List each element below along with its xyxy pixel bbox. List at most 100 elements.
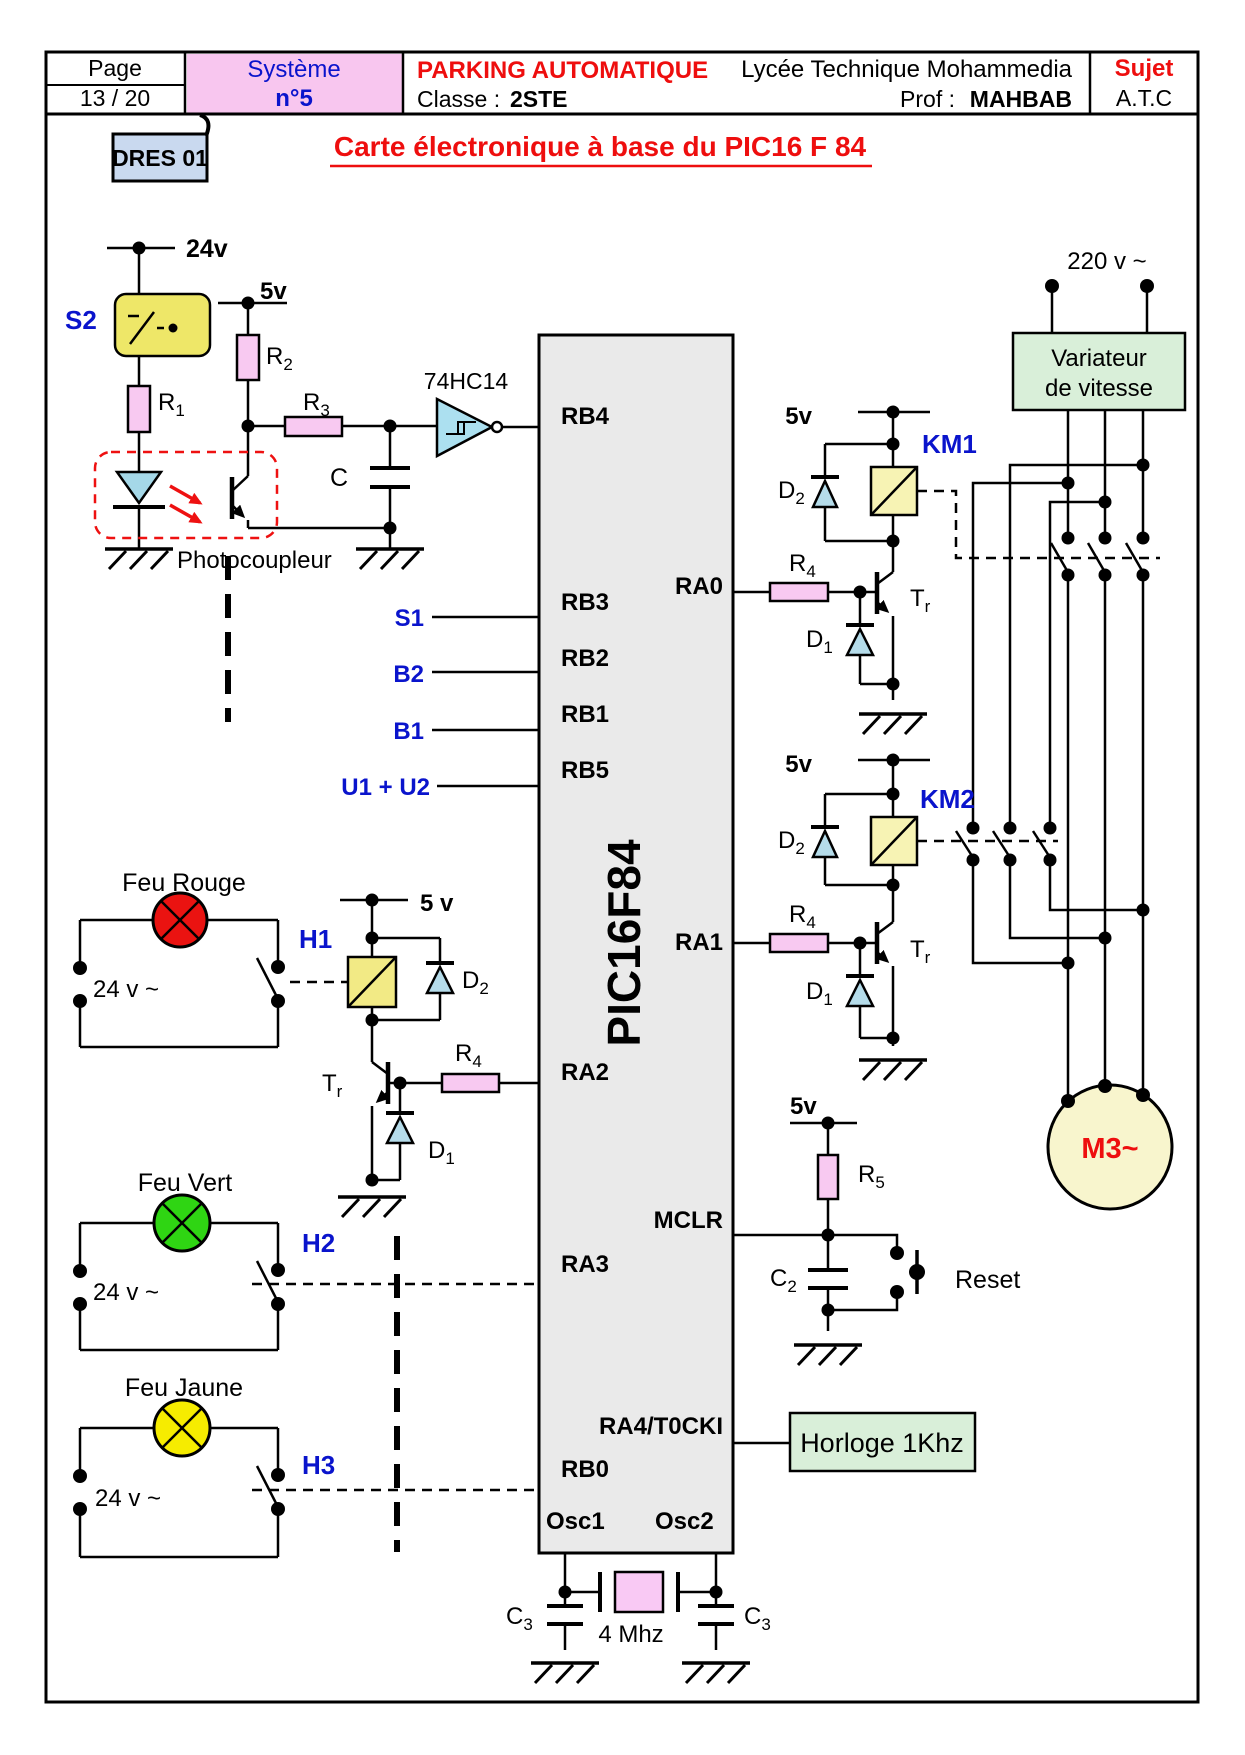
- label-4mhz: 4 Mhz: [598, 1621, 663, 1648]
- label-r5: R5: [858, 1161, 885, 1192]
- mclr-reset-circuit: [733, 1116, 925, 1367]
- pin-rb2: RB2: [561, 645, 609, 672]
- light-arrow-1: [169, 484, 203, 505]
- pin-rb3: RB3: [561, 589, 609, 616]
- photocoupler-input-stage: [93, 241, 539, 788]
- label-horloge: Horloge 1Khz: [800, 1428, 964, 1458]
- label-km2: KM2: [920, 784, 975, 814]
- label-c: C: [330, 464, 348, 492]
- label-feu-vert: Feu Vert: [138, 1169, 233, 1197]
- label-24v-supply: 24v: [186, 235, 228, 263]
- label-tr-km1: Tr: [910, 585, 931, 616]
- resistor-r3: [283, 415, 344, 438]
- horloge-box: [788, 1411, 977, 1473]
- system-cell-background: [187, 54, 402, 113]
- label-u1u2: U1 + U2: [341, 774, 430, 801]
- h1-driver-circuit: [336, 893, 539, 1219]
- document-title: Carte électronique à base du PIC16 F 84: [330, 131, 872, 168]
- variateur-box: [1011, 331, 1187, 412]
- pin-ra3: RA3: [561, 1251, 609, 1278]
- feu-jaune-circuit: [73, 1236, 539, 1559]
- photocoupler-outline: [93, 450, 279, 540]
- label-c2: C2: [770, 1265, 797, 1296]
- label-variateur-line2: de vitesse: [1045, 375, 1153, 402]
- resistor-r4-km1: [768, 581, 830, 603]
- pin-ra2: RA2: [561, 1059, 609, 1086]
- resistor-r5: [816, 1153, 840, 1201]
- label-h1: H1: [299, 924, 332, 954]
- pin-rb0: RB0: [561, 1456, 609, 1483]
- km2-driver-circuit: [733, 753, 1058, 1082]
- label-5v-photocoupler: 5v: [260, 278, 287, 305]
- label-r3: R3: [303, 389, 330, 420]
- resistor-r4-km2: [768, 932, 830, 954]
- pin-mclr: MCLR: [654, 1207, 723, 1234]
- label-b2: B2: [393, 661, 424, 688]
- label-24v-jaune: 24 v ~: [95, 1485, 161, 1512]
- pin-rb4: RB4: [561, 403, 610, 430]
- label-c3-left: C3: [506, 1603, 533, 1634]
- km1-driver-circuit: [733, 405, 1160, 736]
- label-feu-rouge: Feu Rouge: [122, 869, 246, 897]
- project-title: PARKING AUTOMATIQUE: [417, 57, 708, 84]
- page-label: Page: [88, 55, 142, 81]
- label-tr-h1: Tr: [322, 1070, 343, 1101]
- subject-value: A.T.C: [1116, 85, 1172, 111]
- system-number: n°5: [275, 85, 313, 112]
- classe-label: Classe :: [417, 86, 500, 112]
- pin-ra0: RA0: [675, 573, 723, 600]
- label-220v: 220 v ~: [1067, 248, 1146, 275]
- label-feu-jaune: Feu Jaune: [125, 1374, 243, 1402]
- km1-contact-link: [917, 489, 1160, 560]
- label-d2-h1: D2: [462, 967, 489, 998]
- label-m3: M3~: [1081, 1133, 1138, 1165]
- label-r4-h1: R4: [455, 1040, 482, 1071]
- label-b1: B1: [393, 718, 424, 745]
- label-24v-rouge: 24 v ~: [93, 976, 159, 1003]
- pin-rb1: RB1: [561, 701, 609, 728]
- label-r2: R2: [266, 343, 293, 374]
- label-5v-mclr: 5v: [790, 1093, 817, 1120]
- dres-label: DRES 01: [112, 145, 208, 171]
- h3-contact: [255, 1465, 282, 1512]
- light-arrow-2: [169, 503, 203, 524]
- label-d1-km1: D1: [806, 626, 833, 657]
- oscillator-circuit: [529, 1570, 752, 1685]
- label-d2-km1: D2: [778, 477, 805, 508]
- label-74hc14: 74HC14: [424, 368, 509, 394]
- label-variateur-line1: Variateur: [1051, 345, 1147, 372]
- label-d2-km2: D2: [778, 827, 805, 858]
- clock-input-circuit: [733, 1411, 977, 1473]
- pin-rb5: RB5: [561, 757, 609, 784]
- resistor-r2: [235, 333, 261, 382]
- label-d1-h1: D1: [428, 1137, 455, 1168]
- system-label: Système: [247, 56, 340, 83]
- school-name: Lycée Technique Mohammedia: [741, 56, 1073, 83]
- crystal-4mhz: [613, 1570, 665, 1614]
- led-symbol: [114, 470, 164, 506]
- label-s2: S2: [65, 305, 97, 335]
- inverter-bubble: [490, 420, 504, 434]
- page-number: 13 / 20: [80, 85, 150, 111]
- h1-contact: [255, 957, 282, 1004]
- label-r4-km2: R4: [789, 901, 816, 932]
- label-c3-right: C3: [744, 1603, 771, 1634]
- label-5v-h1: 5 v: [420, 890, 454, 917]
- label-d1-km2: D1: [806, 978, 833, 1009]
- label-reset: Reset: [955, 1266, 1020, 1294]
- label-photocoupleur: Photocoupleur: [177, 547, 332, 574]
- prof-name: MAHBAB: [970, 86, 1072, 112]
- dres-tag: DRES 01: [111, 113, 211, 183]
- label-r1: R1: [158, 389, 185, 420]
- feu-rouge-circuit: [73, 891, 348, 1049]
- label-km1: KM1: [922, 429, 977, 459]
- s2-sensor-box: [113, 292, 212, 358]
- page-frame: [44, 112, 1200, 1704]
- feu-vert-circuit: [73, 1193, 539, 1352]
- label-24v-vert: 24 v ~: [93, 1279, 159, 1306]
- label-5v-km1: 5v: [785, 403, 812, 430]
- km2-contacts: [954, 821, 1057, 867]
- classe-value: 2STE: [510, 86, 568, 112]
- label-tr-km2: Tr: [910, 936, 931, 967]
